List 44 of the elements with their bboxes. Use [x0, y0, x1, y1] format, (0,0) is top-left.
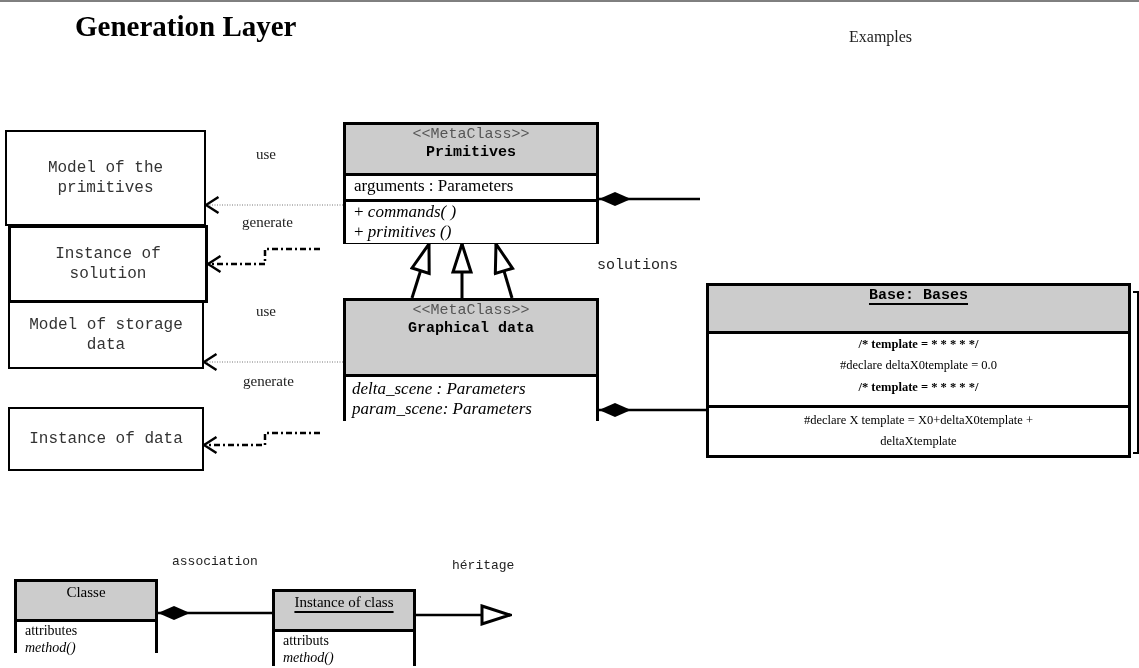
class-member: method() — [25, 639, 76, 657]
class-member: #declare X template = X0+deltaX0template + deltaXtemplate — [802, 412, 1034, 451]
diagram-title: Generation Layer — [75, 10, 297, 43]
class-member: /* template = * * * * */ — [858, 336, 979, 353]
model-box — [5, 130, 206, 226]
instance-box — [8, 407, 204, 471]
box-label: Model of storage data — [28, 315, 184, 355]
class-member: #declare deltaX0template = 0.0 — [840, 357, 997, 375]
class-member: delta_scene : Parameters — [352, 379, 526, 400]
dependency-arrow — [206, 247, 320, 274]
box-label: Instance of solution — [54, 244, 162, 284]
class-member: + commands( ) — [354, 202, 457, 223]
class-member: attributes — [25, 623, 78, 640]
composition-line — [599, 192, 700, 206]
class-member: method() — [283, 649, 334, 667]
class-box — [343, 122, 599, 244]
class-name: Classe — [66, 583, 106, 601]
class-member: attributs — [283, 633, 329, 650]
composition-line — [599, 403, 706, 417]
inheritance-arrow — [410, 242, 431, 299]
inheritance-arrow — [493, 242, 515, 299]
class-name: <<MetaClass>> — [412, 126, 530, 144]
class-member: + primitives () — [354, 222, 452, 243]
class-name: Base: Bases — [869, 287, 968, 305]
composition-line — [158, 606, 272, 620]
inheritance-arrow — [416, 604, 512, 626]
box-label: Instance of data — [28, 429, 184, 449]
note-label: Examples — [849, 28, 913, 46]
object-box — [706, 283, 1131, 458]
class-name: Graphical data — [408, 320, 534, 338]
class-name: Instance of class — [294, 593, 394, 611]
class-name: Primitives — [426, 144, 516, 162]
class-member: arguments : Parameters — [354, 176, 514, 197]
instance-box — [8, 225, 208, 303]
class-name: <<MetaClass>> — [412, 302, 530, 320]
box-label: Model of the primitives — [46, 158, 165, 198]
class-member: /* template = * * * * */ — [858, 378, 979, 396]
model-box — [8, 301, 204, 369]
class-member: param_scene: Parameters — [352, 399, 532, 420]
class-box — [343, 298, 599, 421]
inheritance-arrow — [451, 242, 473, 298]
edge-label: héritage — [450, 558, 517, 573]
object-box — [272, 589, 416, 666]
note-label: solutions — [597, 257, 678, 274]
